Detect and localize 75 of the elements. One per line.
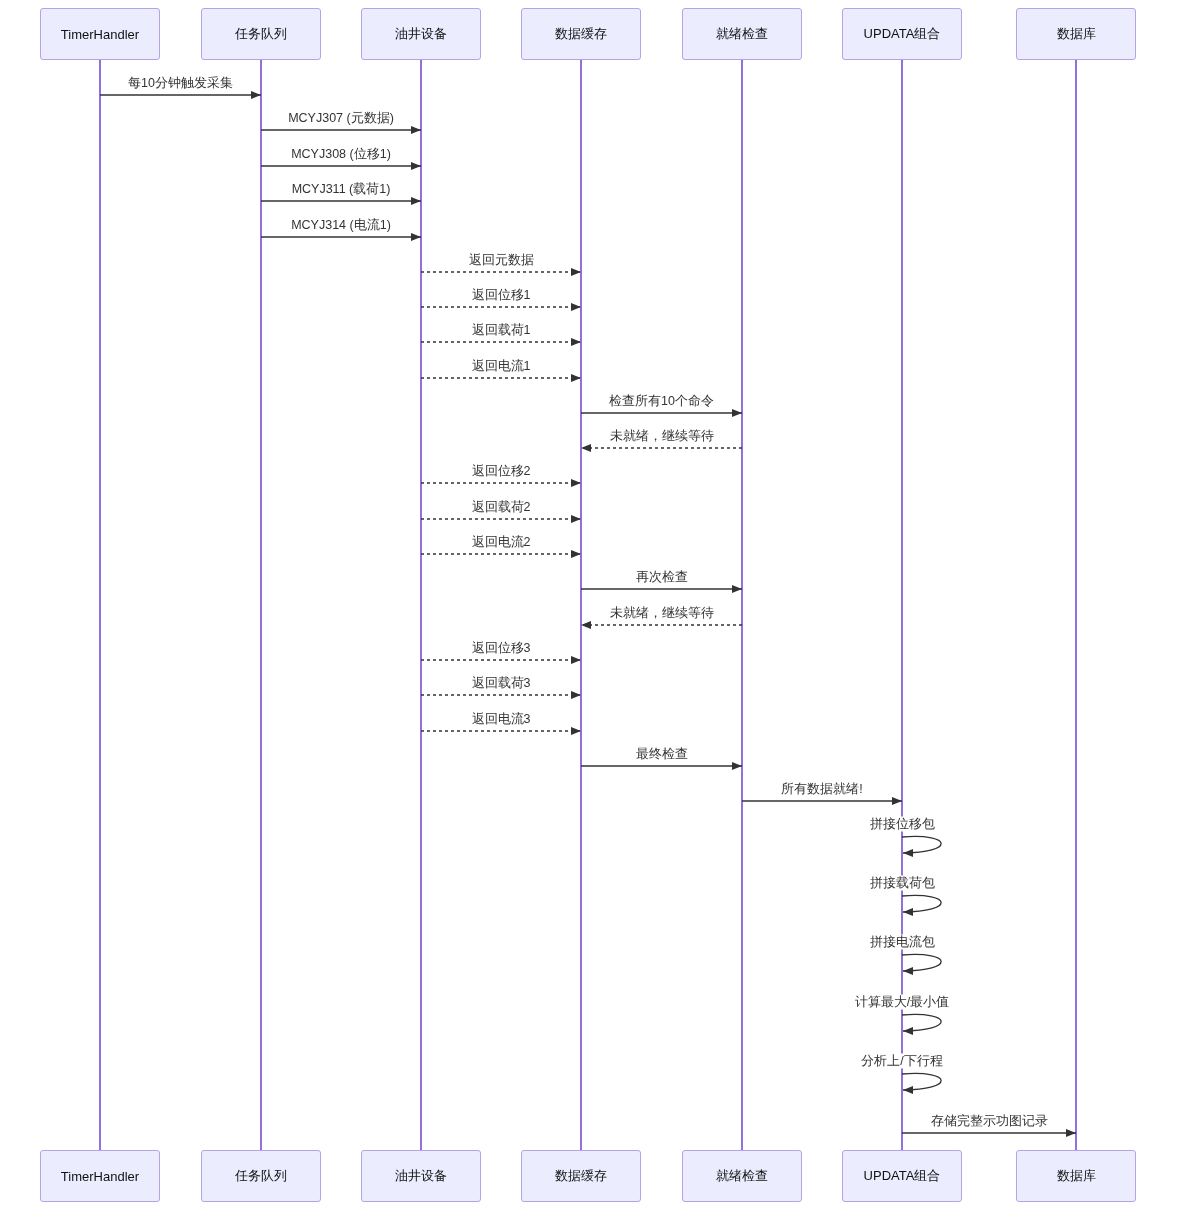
dashed-arrow — [580, 621, 743, 629]
self-loop-arrow — [901, 894, 942, 916]
message-label: 检查所有10个命令 — [608, 393, 715, 409]
message-label: 未就绪，继续等待 — [608, 428, 715, 444]
message-label: 拼接电流包 — [868, 934, 936, 950]
actor-box: 任务队列 — [201, 8, 321, 60]
actor-box: TimerHandler — [40, 8, 160, 60]
dashed-arrow — [420, 727, 582, 735]
dashed-arrow — [420, 338, 582, 346]
message-arrow — [580, 409, 743, 417]
message-arrow — [901, 1129, 1077, 1137]
actor-box: 油井设备 — [361, 8, 481, 60]
message-label: 返回位移2 — [470, 463, 532, 479]
lifeline — [741, 60, 743, 1150]
message-arrow — [260, 197, 422, 205]
message-label: 存储完整示功图记录 — [929, 1113, 1049, 1129]
lifeline — [260, 60, 262, 1150]
message-label: 返回位移1 — [470, 287, 532, 303]
message-arrow — [260, 233, 422, 241]
actor-box: 就绪检查 — [682, 8, 802, 60]
dashed-arrow — [420, 656, 582, 664]
message-label: MCYJ307 (元数据) — [287, 110, 395, 126]
dashed-arrow — [420, 303, 582, 311]
message-arrow — [741, 797, 903, 805]
dashed-arrow — [420, 374, 582, 382]
dashed-arrow — [420, 691, 582, 699]
message-arrow — [580, 585, 743, 593]
message-arrow — [580, 762, 743, 770]
dashed-arrow — [420, 550, 582, 558]
actor-box: UPDATA组合 — [842, 8, 962, 60]
message-label: 计算最大/最小值 — [853, 994, 951, 1010]
actor-box: 就绪检查 — [682, 1150, 802, 1202]
actor-box: 数据缓存 — [521, 1150, 641, 1202]
message-arrow — [260, 162, 422, 170]
message-label: 所有数据就绪! — [780, 781, 864, 797]
message-arrow — [99, 91, 262, 99]
actor-box: 油井设备 — [361, 1150, 481, 1202]
message-label: MCYJ314 (电流1) — [290, 217, 392, 233]
lifeline — [420, 60, 422, 1150]
dashed-arrow — [420, 515, 582, 523]
message-label: 返回载荷1 — [470, 322, 532, 338]
self-loop-arrow — [901, 835, 942, 857]
lifeline — [901, 60, 903, 1150]
message-label: 未就绪，继续等待 — [608, 605, 715, 621]
message-label: 再次检查 — [634, 569, 689, 585]
message-label: 拼接位移包 — [868, 816, 936, 832]
self-loop-arrow — [901, 1013, 942, 1035]
message-arrow — [260, 126, 422, 134]
actor-box: UPDATA组合 — [842, 1150, 962, 1202]
dashed-arrow — [420, 268, 582, 276]
actor-box: 数据库 — [1016, 1150, 1136, 1202]
self-loop-arrow — [901, 1072, 942, 1094]
lifeline — [1075, 60, 1077, 1150]
message-label: 返回载荷3 — [470, 675, 532, 691]
actor-box: 数据库 — [1016, 8, 1136, 60]
message-label: 返回电流2 — [470, 534, 532, 550]
message-label: MCYJ311 (载荷1) — [290, 181, 392, 197]
self-loop-arrow — [901, 953, 942, 975]
message-label: 返回位移3 — [470, 640, 532, 656]
dashed-arrow — [420, 479, 582, 487]
message-label: MCYJ308 (位移1) — [290, 146, 392, 162]
actor-box: 数据缓存 — [521, 8, 641, 60]
message-label: 返回电流1 — [470, 358, 532, 374]
message-label: 返回电流3 — [470, 711, 532, 727]
lifeline — [580, 60, 582, 1150]
message-label: 返回载荷2 — [470, 499, 532, 515]
actor-box: TimerHandler — [40, 1150, 160, 1202]
message-label: 拼接载荷包 — [868, 875, 936, 891]
message-label: 最终检查 — [634, 746, 689, 762]
lifeline — [99, 60, 101, 1150]
message-label: 返回元数据 — [467, 252, 535, 268]
dashed-arrow — [580, 444, 743, 452]
message-label: 每10分钟触发采集 — [127, 75, 234, 91]
message-label: 分析上/下行程 — [860, 1053, 944, 1069]
actor-box: 任务队列 — [201, 1150, 321, 1202]
